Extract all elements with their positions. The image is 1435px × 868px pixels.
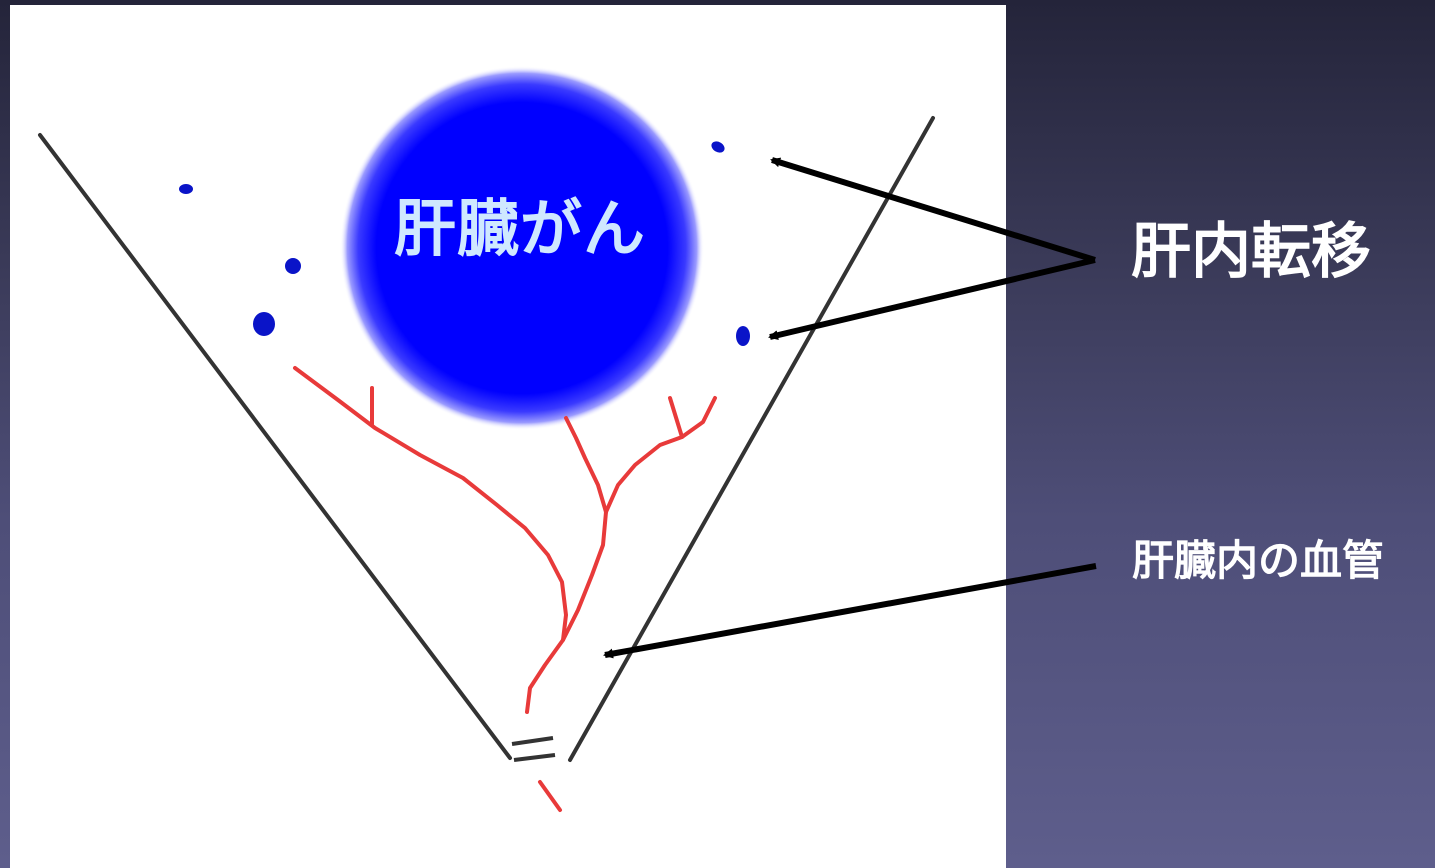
metastasis-dot bbox=[285, 258, 301, 274]
vessel-label: 肝臓内の血管 bbox=[1132, 536, 1385, 585]
vessel-stub bbox=[538, 780, 562, 812]
vessel-arrow bbox=[603, 563, 1097, 659]
liver-blood-vessels bbox=[293, 366, 717, 812]
break-mark-top bbox=[511, 736, 554, 746]
tumor-label: 肝臓がん bbox=[393, 192, 646, 265]
metastasis-arrow-lower bbox=[768, 257, 1096, 341]
metastasis-dot bbox=[253, 312, 275, 336]
metastasis-arrow-upper bbox=[770, 157, 1096, 263]
metastasis-dots bbox=[179, 141, 750, 346]
metastasis-dot bbox=[736, 326, 750, 346]
vessel-main bbox=[293, 366, 568, 714]
metastasis-label: 肝内転移 bbox=[1131, 217, 1371, 287]
vessel-branch bbox=[564, 416, 608, 514]
liver-cancer-tumor bbox=[340, 66, 704, 430]
metastasis-dot bbox=[179, 184, 193, 194]
break-mark-bottom bbox=[513, 753, 556, 762]
vessel-branch bbox=[561, 510, 608, 642]
vessel-branch bbox=[668, 396, 684, 439]
metastasis-dot bbox=[711, 141, 725, 153]
vessel-branch bbox=[604, 396, 717, 514]
pointer-arrows bbox=[603, 157, 1097, 659]
liver-outline-left bbox=[38, 133, 512, 760]
